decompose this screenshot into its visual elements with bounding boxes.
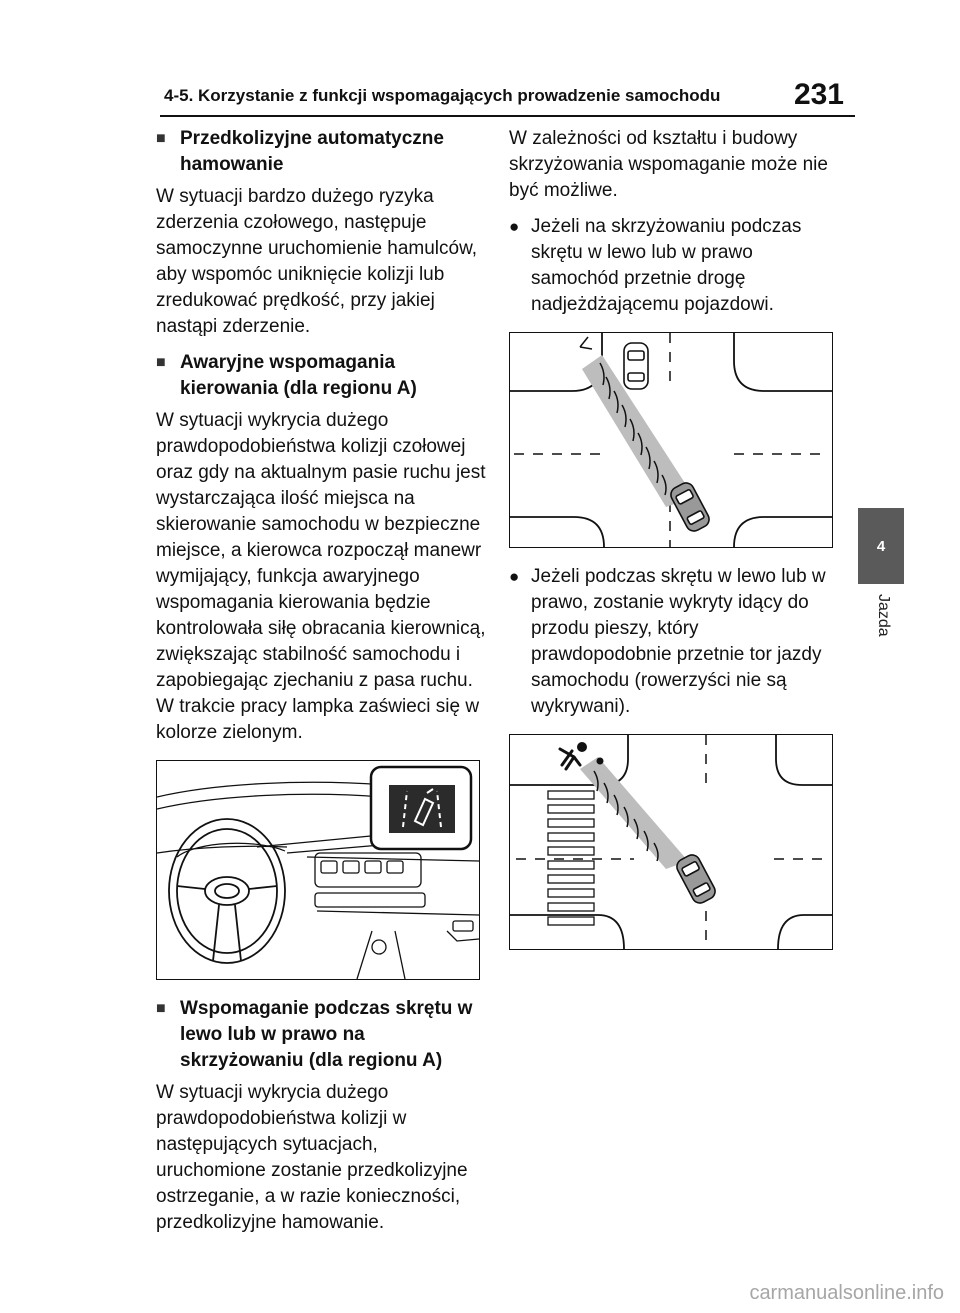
oncoming-car (623, 342, 649, 390)
intersection-oncoming-vehicle-illustration (509, 332, 833, 548)
section-heading-turn-assist: ■ Wspomaganie podczas skrętu w lewo lub … (156, 996, 486, 1074)
round-bullet-icon: ● (509, 567, 520, 586)
chapter-tab-label: Jazda (875, 594, 892, 637)
page-number: 231 (793, 78, 844, 111)
section-body-turn-assist: W sytuacji wykrycia dużego prawdopodobie… (156, 1082, 468, 1233)
list-item: ● Jeżeli na skrzyżowaniu podczas skrętu … (509, 214, 837, 318)
steering-wheel (168, 818, 286, 964)
pedestrian-figure (558, 742, 587, 771)
list-item: ● Jeżeli podczas skrętu w lewo lub w pra… (509, 564, 837, 720)
chapter-title: 4-5. Korzystanie z funkcji wspomagającyc… (164, 86, 721, 105)
watermark: carmanualsonline.info (749, 1282, 944, 1304)
intro-paragraph: W zależności od kształtu i budowy skrzyż… (509, 128, 828, 201)
section-heading-steering-assist: ■ Awaryjne wspomagania kierowania (dla r… (156, 350, 486, 402)
ego-car (676, 854, 716, 904)
square-bullet-icon: ■ (156, 1000, 166, 1017)
chapter-tab[interactable]: 4 (858, 508, 904, 584)
round-bullet-icon: ● (509, 217, 520, 236)
square-bullet-icon: ■ (156, 130, 166, 147)
chapter-tab-number: 4 (876, 537, 886, 555)
ego-car (670, 482, 710, 532)
left-column: ■ Przedkolizyjne automatyczne hamowanie … (156, 126, 486, 1246)
lane-assist-indicator-icon (389, 785, 455, 833)
section-body-aeb: W sytuacji bardzo dużego ryzyka zderzeni… (156, 186, 478, 337)
dashboard-illustration (156, 760, 480, 980)
header-divider (160, 115, 855, 117)
crosswalk (547, 790, 595, 926)
right-column: W zależności od kształtu i budowy skrzyż… (509, 126, 837, 950)
square-bullet-icon: ■ (156, 354, 166, 371)
section-body-steering-assist: W sytuacji wykrycia dużego prawdopodobie… (156, 410, 486, 743)
section-heading-aeb: ■ Przedkolizyjne automatyczne hamowanie (156, 126, 486, 178)
intersection-pedestrian-illustration (509, 734, 833, 950)
